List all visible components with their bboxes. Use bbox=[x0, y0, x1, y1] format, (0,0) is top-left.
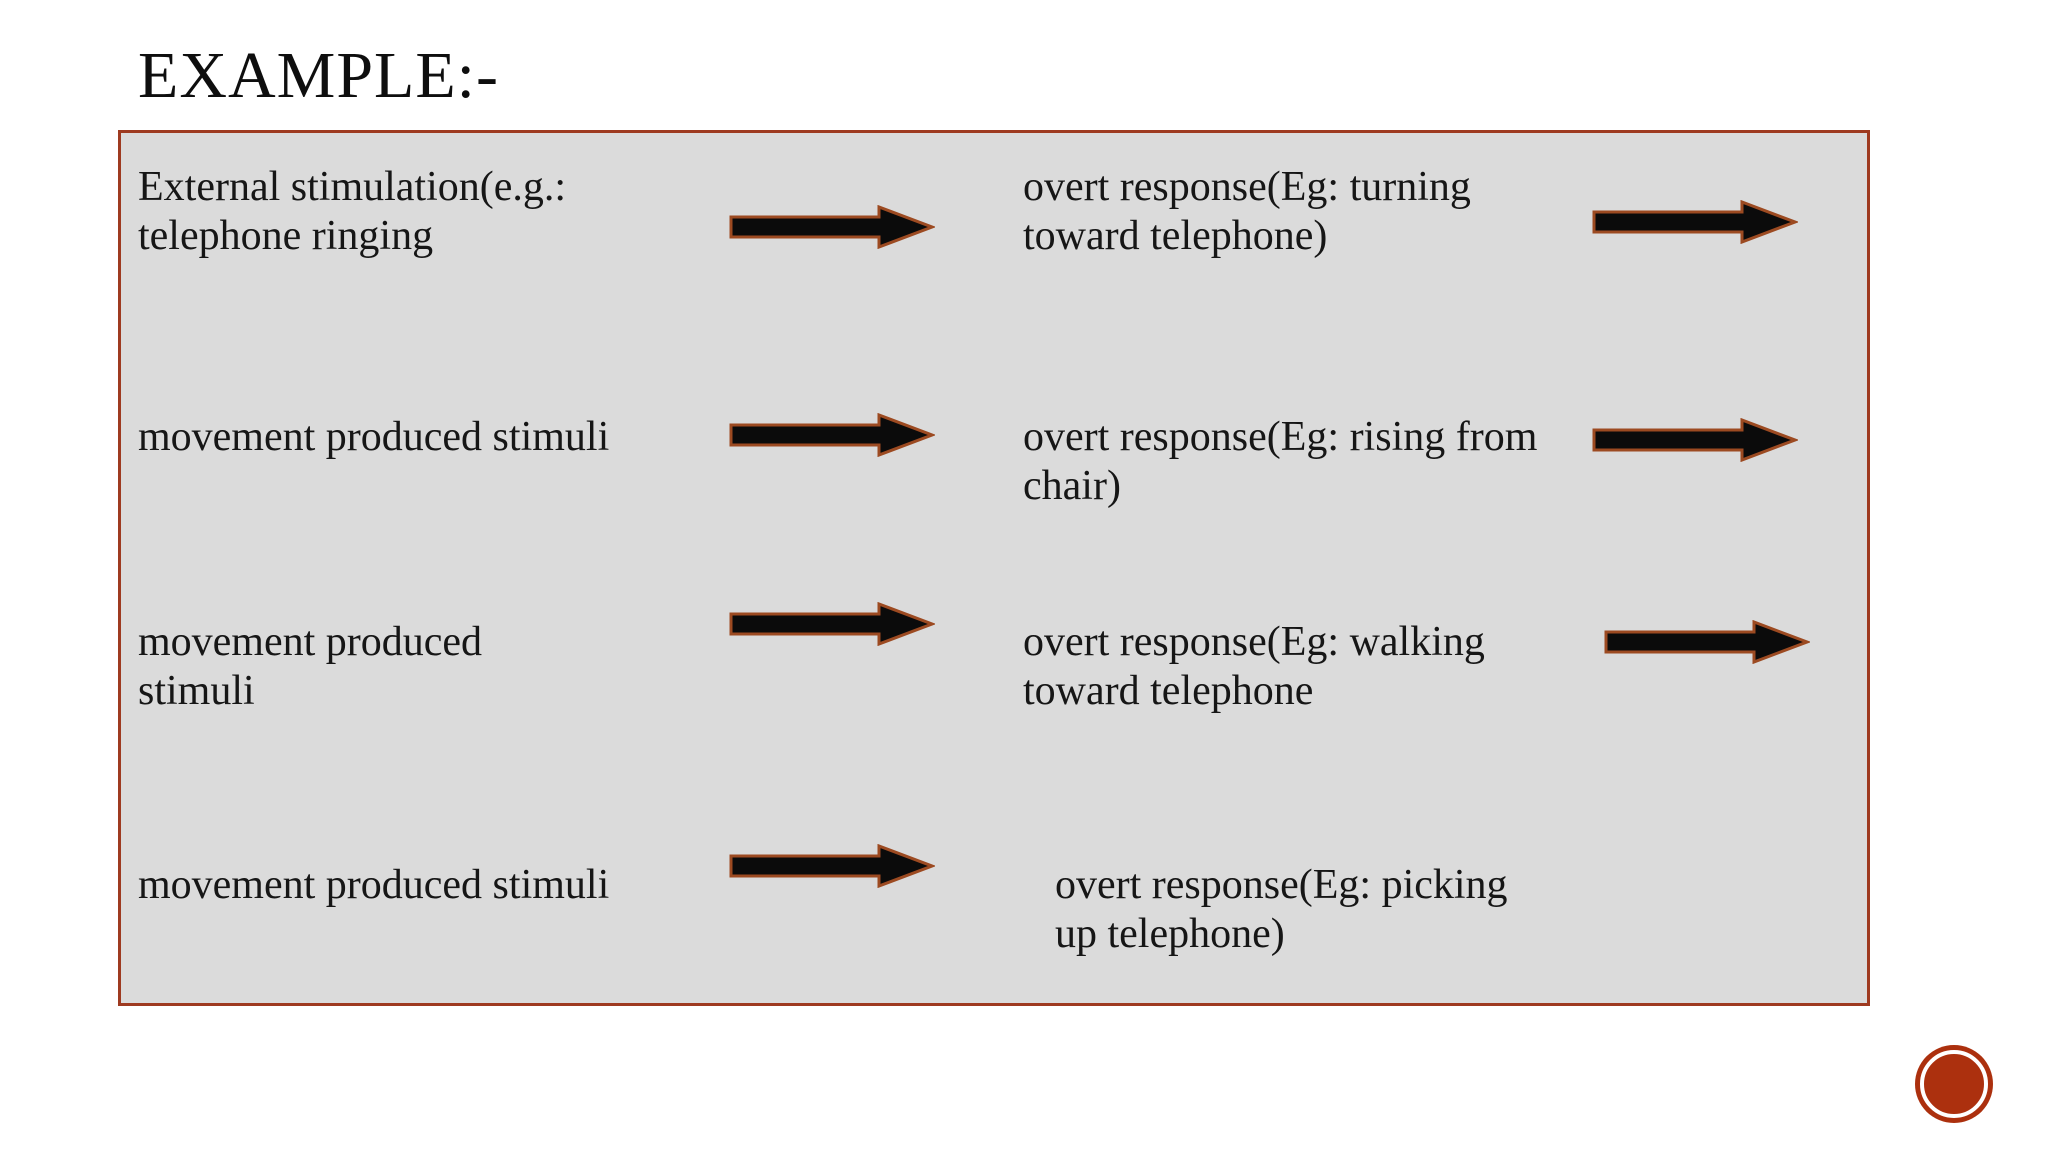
right-arrow-icon bbox=[1592, 418, 1798, 462]
page-title: EXAMPLE:- bbox=[138, 39, 499, 112]
right-arrow-icon bbox=[729, 844, 935, 888]
response-text: overt response(Eg: picking up telephone) bbox=[1055, 862, 1508, 957]
right-arrow-icon bbox=[1592, 200, 1798, 244]
stimulus-text: movement produced stimuli bbox=[138, 414, 610, 460]
right-arrow-icon bbox=[1604, 620, 1810, 664]
response-text: overt response(Eg: walking toward teleph… bbox=[1023, 619, 1485, 714]
response-text: overt response(Eg: turning toward teleph… bbox=[1023, 164, 1471, 259]
right-arrow-icon bbox=[729, 602, 935, 646]
accent-circle-decoration bbox=[1915, 1045, 1993, 1123]
stimulus-text: movement produced stimuli bbox=[138, 862, 610, 908]
response-text: overt response(Eg: rising from chair) bbox=[1023, 414, 1538, 509]
example-box bbox=[118, 130, 1870, 1006]
right-arrow-icon bbox=[729, 205, 935, 249]
stimulus-text: External stimulation(e.g.: telephone rin… bbox=[138, 164, 567, 259]
stimulus-text: movement produced stimuli bbox=[138, 619, 483, 714]
right-arrow-icon bbox=[729, 413, 935, 457]
